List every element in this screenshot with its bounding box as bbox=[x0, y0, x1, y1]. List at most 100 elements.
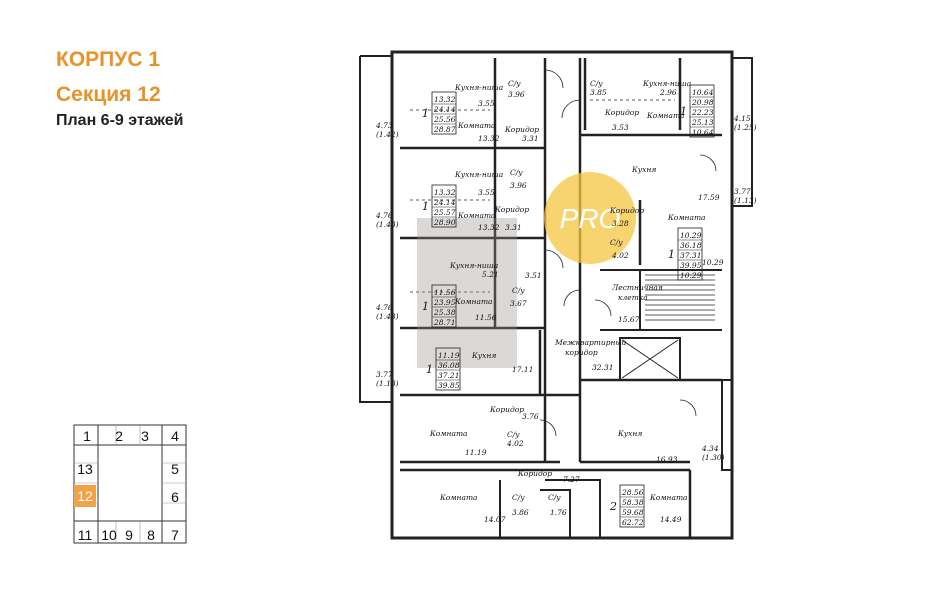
svg-text:3.85: 3.85 bbox=[590, 88, 607, 97]
svg-text:17.59: 17.59 bbox=[698, 193, 720, 202]
apartment-rooms-count: 1 bbox=[422, 107, 429, 120]
svg-text:3.28: 3.28 bbox=[612, 219, 629, 228]
svg-text:3.53: 3.53 bbox=[612, 123, 629, 132]
key-section-9[interactable]: 9 bbox=[125, 527, 133, 543]
apartment-area-value: 22.23 bbox=[691, 108, 714, 117]
svg-text:Комната: Комната bbox=[646, 111, 685, 120]
apartment-area-value: 39.95 bbox=[680, 261, 702, 270]
svg-text:(1.42): (1.42) bbox=[376, 130, 399, 139]
svg-text:Лестничная: Лестничная bbox=[611, 283, 663, 292]
apartment-area-value: 59.68 bbox=[622, 508, 644, 517]
svg-text:Кухня: Кухня bbox=[471, 351, 496, 360]
svg-text:Комната: Комната bbox=[439, 493, 478, 502]
key-section-11[interactable]: 11 bbox=[77, 527, 93, 543]
key-section-7[interactable]: 7 bbox=[171, 527, 179, 543]
svg-text:коридор: коридор bbox=[565, 348, 598, 357]
svg-text:10.29: 10.29 bbox=[702, 258, 724, 267]
apartment-area-value: 10.64 bbox=[692, 88, 714, 97]
svg-text:Кухня: Кухня bbox=[631, 165, 656, 174]
svg-text:(1.25): (1.25) bbox=[734, 123, 757, 132]
key-section-5[interactable]: 5 bbox=[171, 461, 179, 477]
key-section-1[interactable]: 1 bbox=[83, 428, 91, 444]
apartment-area-value: 28.87 bbox=[433, 125, 456, 134]
section-title: Секция 12 bbox=[56, 83, 161, 106]
right-balcony-wall-top bbox=[732, 57, 753, 207]
svg-text:Комната: Комната bbox=[457, 121, 496, 130]
svg-text:16.93: 16.93 bbox=[656, 455, 678, 464]
apartment-area-value: 62.72 bbox=[622, 518, 644, 527]
svg-text:Коридор: Коридор bbox=[494, 205, 529, 214]
pro-watermark: PRO bbox=[417, 172, 636, 368]
svg-text:3.86: 3.86 bbox=[512, 508, 529, 517]
label-kitchen-niche-1: Кухня-ниша bbox=[454, 83, 503, 92]
korpus-title: КОРПУС 1 bbox=[56, 48, 160, 71]
svg-text:Коридор: Коридор bbox=[604, 108, 639, 117]
apartment-area-value: 25.56 bbox=[433, 115, 456, 124]
label-kitchen-niche-3: Кухня-ниша bbox=[449, 261, 498, 270]
svg-text:С/у: С/у bbox=[512, 493, 525, 502]
svg-text:Комната: Комната bbox=[454, 297, 493, 306]
svg-text:Комната: Комната bbox=[667, 213, 706, 222]
apartment-area-value: 11.56 bbox=[434, 288, 456, 297]
svg-text:3.67: 3.67 bbox=[510, 299, 527, 308]
svg-text:С/у: С/у bbox=[610, 238, 623, 247]
svg-text:3.55: 3.55 bbox=[478, 188, 495, 197]
svg-text:3.77: 3.77 bbox=[376, 370, 393, 379]
svg-text:С/у: С/у bbox=[508, 79, 521, 88]
svg-text:Комната: Комната bbox=[457, 211, 496, 220]
svg-text:С/у: С/у bbox=[510, 168, 523, 177]
apartment-area-value: 25.13 bbox=[691, 118, 714, 127]
apartment-area-value: 39.85 bbox=[438, 381, 460, 390]
plan-subtitle: План 6-9 этажей bbox=[56, 112, 184, 129]
apartment-area-value: 37.31 bbox=[680, 251, 701, 260]
key-section-3[interactable]: 3 bbox=[141, 428, 149, 444]
svg-text:С/у: С/у bbox=[590, 79, 603, 88]
svg-text:17.11: 17.11 bbox=[512, 365, 533, 374]
key-section-6[interactable]: 6 bbox=[171, 489, 179, 505]
svg-text:С/у: С/у bbox=[507, 430, 520, 439]
svg-text:Коридор: Коридор bbox=[609, 206, 644, 215]
apartment-rooms-count: 2 bbox=[609, 500, 617, 513]
svg-text:3.31: 3.31 bbox=[522, 134, 539, 143]
apartment-area-value: 25.57 bbox=[433, 208, 456, 217]
svg-text:Коридор: Коридор bbox=[517, 469, 552, 478]
svg-text:4.02: 4.02 bbox=[506, 439, 524, 448]
key-section-10[interactable]: 10 bbox=[101, 527, 117, 543]
svg-text:11.19: 11.19 bbox=[465, 448, 487, 457]
svg-text:Коридор: Коридор bbox=[489, 405, 524, 414]
svg-text:(1.43): (1.43) bbox=[376, 312, 399, 321]
apartment-area-value: 58.38 bbox=[622, 498, 644, 507]
apartment-area-value: 28.71 bbox=[433, 318, 455, 327]
svg-text:14.49: 14.49 bbox=[660, 515, 682, 524]
svg-text:3.96: 3.96 bbox=[508, 90, 525, 99]
apartment-rooms-count: 1 bbox=[680, 105, 687, 118]
svg-text:4.15: 4.15 bbox=[733, 114, 751, 123]
key-section-2[interactable]: 2 bbox=[115, 428, 123, 444]
svg-text:13.32: 13.32 bbox=[478, 134, 500, 143]
apartment-area-value: 28.90 bbox=[433, 218, 456, 227]
apartment-rooms-count: 1 bbox=[426, 363, 433, 376]
svg-text:4.34: 4.34 bbox=[701, 444, 719, 453]
svg-text:3.31: 3.31 bbox=[505, 223, 522, 232]
svg-text:Межквартирный: Межквартирный bbox=[554, 338, 627, 347]
key-section-12[interactable]: 12 bbox=[74, 485, 96, 507]
apartment-area-value: 10.29 bbox=[680, 231, 702, 240]
svg-text:3.77: 3.77 bbox=[734, 187, 751, 196]
svg-text:Комната: Комната bbox=[429, 429, 468, 438]
svg-text:2.96: 2.96 bbox=[659, 88, 677, 97]
svg-text:3.51: 3.51 bbox=[525, 271, 542, 280]
apartment-area-value: 36.18 bbox=[680, 241, 702, 250]
svg-text:3.76: 3.76 bbox=[522, 412, 539, 421]
key-section-8[interactable]: 8 bbox=[147, 527, 155, 543]
key-section-13[interactable]: 13 bbox=[77, 461, 93, 477]
svg-text:15.67: 15.67 bbox=[618, 315, 640, 324]
svg-text:PRO: PRO bbox=[560, 203, 621, 234]
label-kitchen-niche-2: Кухня-ниша bbox=[454, 170, 503, 179]
key-section-4[interactable]: 4 bbox=[171, 428, 179, 444]
apartment-area-value: 28.56 bbox=[621, 488, 644, 497]
apartment-area-value: 36.08 bbox=[438, 361, 460, 370]
